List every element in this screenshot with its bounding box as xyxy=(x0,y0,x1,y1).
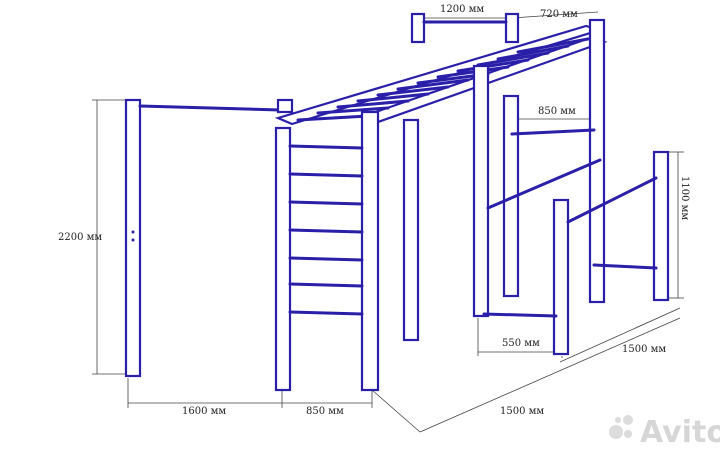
avito-logo-icon xyxy=(609,415,633,439)
dimension-lines xyxy=(92,11,684,433)
wall-bars-post-right xyxy=(360,110,380,392)
dip-bar-upper xyxy=(486,158,602,210)
mid-post-back xyxy=(402,118,420,342)
dim-total-height: 2200 мм xyxy=(58,232,102,243)
wall-bars-post-left xyxy=(274,126,292,392)
dim-top-depth: 720 мм xyxy=(540,9,578,20)
dim-depth-right: 1500 мм xyxy=(622,344,666,355)
front-post-mid xyxy=(472,64,490,318)
parallel-bar-lower xyxy=(592,263,658,270)
dim-depth-front: 1500 мм xyxy=(500,406,544,417)
wall-bars-rungs xyxy=(288,144,364,316)
parallel-bar-front xyxy=(482,312,558,318)
dim-span-ladder: 850 мм xyxy=(306,406,344,417)
top-post-right xyxy=(504,12,520,44)
dim-bar-offset: 850 мм xyxy=(538,106,576,117)
dim-top-width: 1200 мм xyxy=(440,4,484,15)
avito-logo-text: Avito xyxy=(640,415,720,450)
dim-parallel-width: 550 мм xyxy=(502,338,540,349)
pullup-bar-back xyxy=(510,128,596,136)
dim-span-left: 1600 мм xyxy=(182,406,226,417)
pullup-post-left xyxy=(124,98,142,378)
parallel-bar-upper xyxy=(566,176,658,224)
top-post-left xyxy=(410,12,426,44)
pullup-bracket xyxy=(276,98,294,114)
pullup-bar-left xyxy=(138,104,282,112)
dim-parallel-height: 1100 мм xyxy=(679,176,690,220)
parallel-post-back xyxy=(652,150,670,302)
parallel-post-front xyxy=(552,198,570,356)
avito-watermark: Avito xyxy=(609,415,720,450)
